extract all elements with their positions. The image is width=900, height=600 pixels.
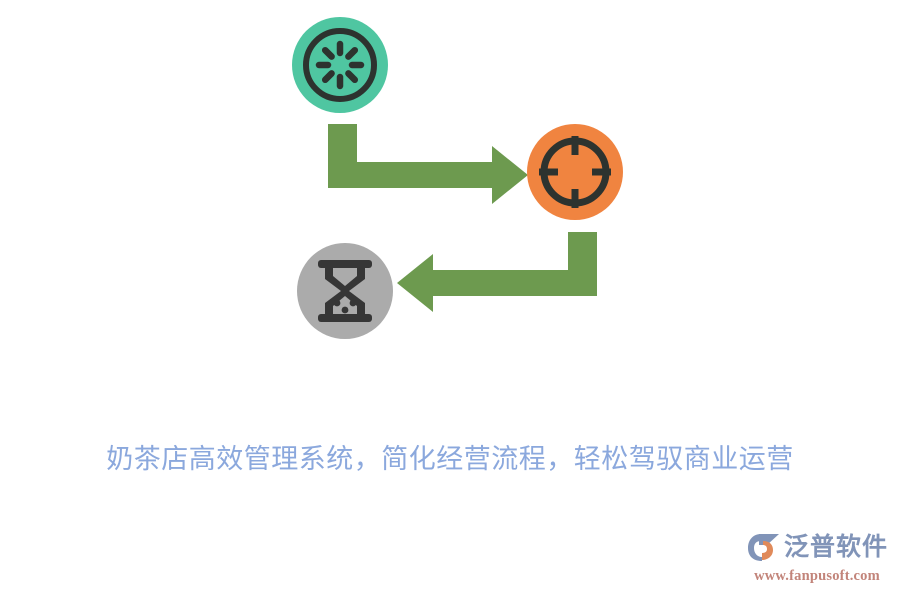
node-hourglass xyxy=(297,243,393,339)
watermark-url: www.fanpusoft.com xyxy=(754,568,880,584)
process-flow-diagram xyxy=(292,17,623,339)
target-crosshair-icon xyxy=(539,136,611,208)
watermark-logo: 泛普软件 www.fanpusoft.com xyxy=(746,528,888,590)
loading-spinner-icon xyxy=(303,28,377,102)
fanpu-logo-icon xyxy=(748,534,779,561)
caption-text: 奶茶店高效管理系统，简化经营流程，轻松驾驭商业运营 xyxy=(106,444,794,475)
node-target xyxy=(527,124,623,220)
arrow-loading-to-target xyxy=(328,124,528,204)
node-loading xyxy=(292,17,388,113)
arrow-target-to-hourglass xyxy=(397,232,597,312)
hourglass-icon xyxy=(318,260,372,322)
watermark-brand-name: 泛普软件 xyxy=(784,532,889,561)
